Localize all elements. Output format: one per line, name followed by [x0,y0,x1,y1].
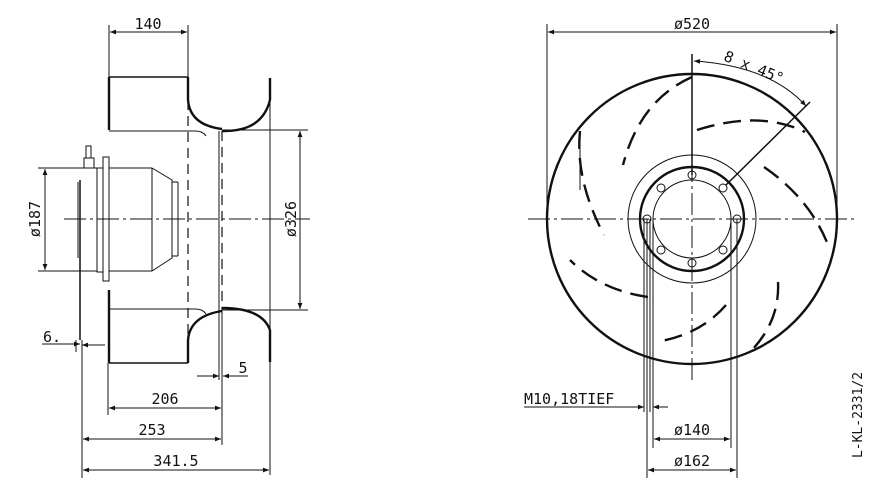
dim-hole-circle-140: ø140 [674,421,710,439]
dim-total-depth: 341.5 [153,452,198,470]
impeller-blades [569,75,832,351]
front-view: 8 x 45° ø520 M10,18TIEF [524,15,856,478]
dim-inlet-width: 140 [134,15,161,33]
dim-motor-diameter: ø187 [26,201,44,237]
dim-depth-253: 253 [138,421,165,439]
dim-outer-diameter: ø520 [674,15,710,33]
dim-inlet-diameter: ø326 [282,201,300,237]
dim-gap: 5 [238,359,247,377]
side-view: 140 ø187 ø326 6. 5 206 253 341.5 [26,15,310,478]
drawing-reference: L-KL-2331/2 [851,372,866,458]
dim-depth-206: 206 [151,390,178,408]
dim-flange-thickness: 6. [43,328,61,346]
dim-hole-circle-162: ø162 [674,452,710,470]
dim-hole-pattern: 8 x 45° [721,47,786,87]
dim-thread: M10,18TIEF [524,390,614,408]
